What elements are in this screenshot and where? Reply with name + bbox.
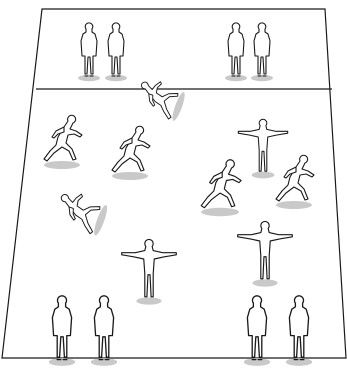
playing-field-diagram: [0, 0, 347, 371]
